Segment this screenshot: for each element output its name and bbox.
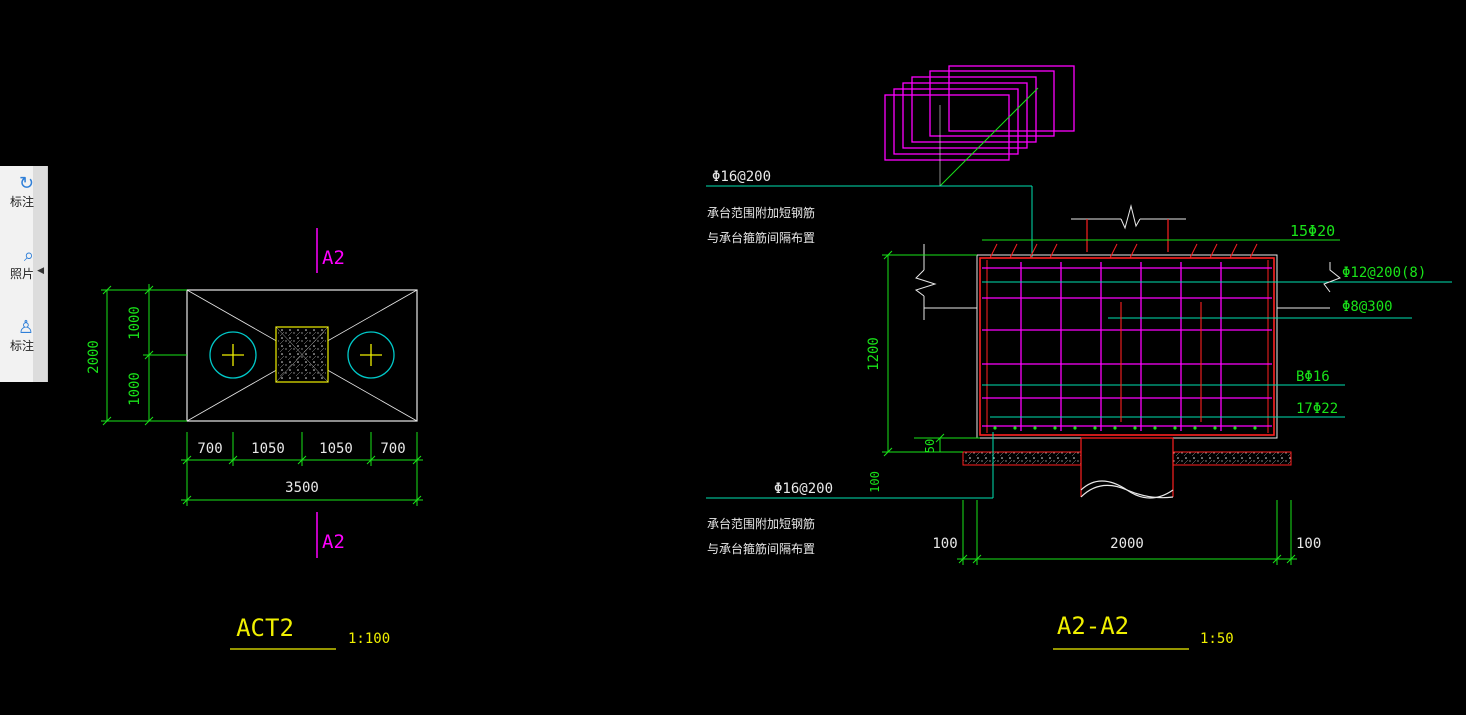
- dim-plan-700-right: 700: [380, 441, 405, 457]
- dim-plan-lower: 1000: [127, 372, 143, 406]
- section-mark-label-top: A2: [322, 247, 345, 269]
- palette-item-photo[interactable]: ⌕ 照片: [0, 246, 34, 282]
- note-bottom-line1: 承台范围附加短钢筋: [707, 516, 815, 531]
- top-rebar-hooks: [989, 243, 1258, 259]
- dim-plan-1050-left: 1050: [251, 441, 285, 457]
- cap-leader-lines: [982, 281, 1412, 418]
- palette-item-person-annotate[interactable]: ♙ 标注: [0, 318, 34, 354]
- section-mark-label-bottom: A2: [322, 531, 345, 553]
- dim-section-width: 2000: [1110, 536, 1144, 552]
- pile-right: [347, 331, 395, 379]
- plan-scale: 1:100: [348, 631, 390, 647]
- dim-plan-1050-right: 1050: [319, 441, 353, 457]
- stirrup-detail: [884, 65, 1075, 161]
- section-vertical-dimensions: [882, 250, 980, 457]
- palette-item-label: 照片: [9, 267, 34, 281]
- cap-vertical-rebars: [1020, 262, 1222, 431]
- palette-item-label: 标注: [9, 339, 34, 353]
- tool-palette: ◀ ↻ 标注 ⌕ 照片 ♙ 标注: [0, 166, 48, 382]
- dim-section-right: 100: [1296, 536, 1321, 552]
- label-top-rebar: 15Φ20: [1290, 222, 1335, 240]
- ground-break-line: [914, 244, 1341, 320]
- plan-title: ACT2: [236, 614, 294, 642]
- section-cap-cover: [979, 257, 1275, 436]
- dim-plan-upper: 1000: [127, 306, 143, 340]
- cap-red-middle-bars: [1120, 302, 1202, 422]
- dim-section-height: 1200: [866, 337, 882, 371]
- label-bottom-bar: Φ16@200: [774, 481, 833, 497]
- person-tag-icon: ♙: [17, 317, 34, 338]
- column-diagonal: [275, 326, 329, 383]
- blinding-layer-right: [1172, 451, 1292, 466]
- column-stub: [1071, 204, 1186, 230]
- note-top-line2: 与承台箍筋间隔布置: [707, 230, 815, 245]
- photo-search-icon: ⌕: [23, 245, 34, 266]
- cap-side-rebars: [986, 260, 1269, 433]
- blinding-layer-left: [962, 451, 1082, 466]
- section-scale: 1:50: [1200, 631, 1234, 647]
- dim-plan-total-height: 2000: [86, 340, 102, 374]
- label-top-bar: Φ16@200: [712, 169, 771, 185]
- palette-collapse-strip[interactable]: ◀: [33, 166, 47, 382]
- rotate-icon: ↻: [18, 173, 34, 194]
- plan-view: A2 A2 2000 1000 1000: [86, 228, 423, 650]
- pile-left: [209, 331, 257, 379]
- note-bottom-line2: 与承台箍筋间隔布置: [707, 541, 815, 556]
- dim-section-left: 100: [932, 536, 957, 552]
- label-bottom-rebar: 17Φ22: [1296, 401, 1338, 417]
- collapse-arrow-icon[interactable]: ◀: [37, 266, 44, 276]
- dim-plan-700-left: 700: [197, 441, 222, 457]
- pile-head: [1080, 437, 1174, 499]
- bottom-rebar-row: [993, 426, 1257, 430]
- dim-plan-total-width: 3500: [285, 480, 319, 496]
- section-view: Φ16@200 承台范围附加短钢筋 与承台箍筋间隔布置: [706, 65, 1452, 650]
- plan-vertical-dimensions: [101, 284, 187, 426]
- dim-section-pad: 100: [868, 471, 882, 493]
- cap-horizontal-rebars: [982, 267, 1272, 427]
- label-stirrup-1: Φ12@200(8): [1342, 265, 1426, 281]
- plan-horizontal-dimensions: [181, 432, 423, 506]
- dim-section-cover: 50: [923, 439, 937, 453]
- label-stirrup-2: Φ8@300: [1342, 299, 1393, 315]
- stirrup-leader: [939, 87, 1039, 187]
- palette-item-annotate[interactable]: ↻ 标注: [0, 174, 34, 210]
- note-top-line1: 承台范围附加短钢筋: [707, 205, 815, 220]
- label-side-rebar: BΦ16: [1296, 369, 1330, 385]
- palette-item-label: 标注: [9, 195, 34, 209]
- section-horizontal-dimensions: [957, 500, 1297, 565]
- section-title: A2-A2: [1057, 612, 1129, 640]
